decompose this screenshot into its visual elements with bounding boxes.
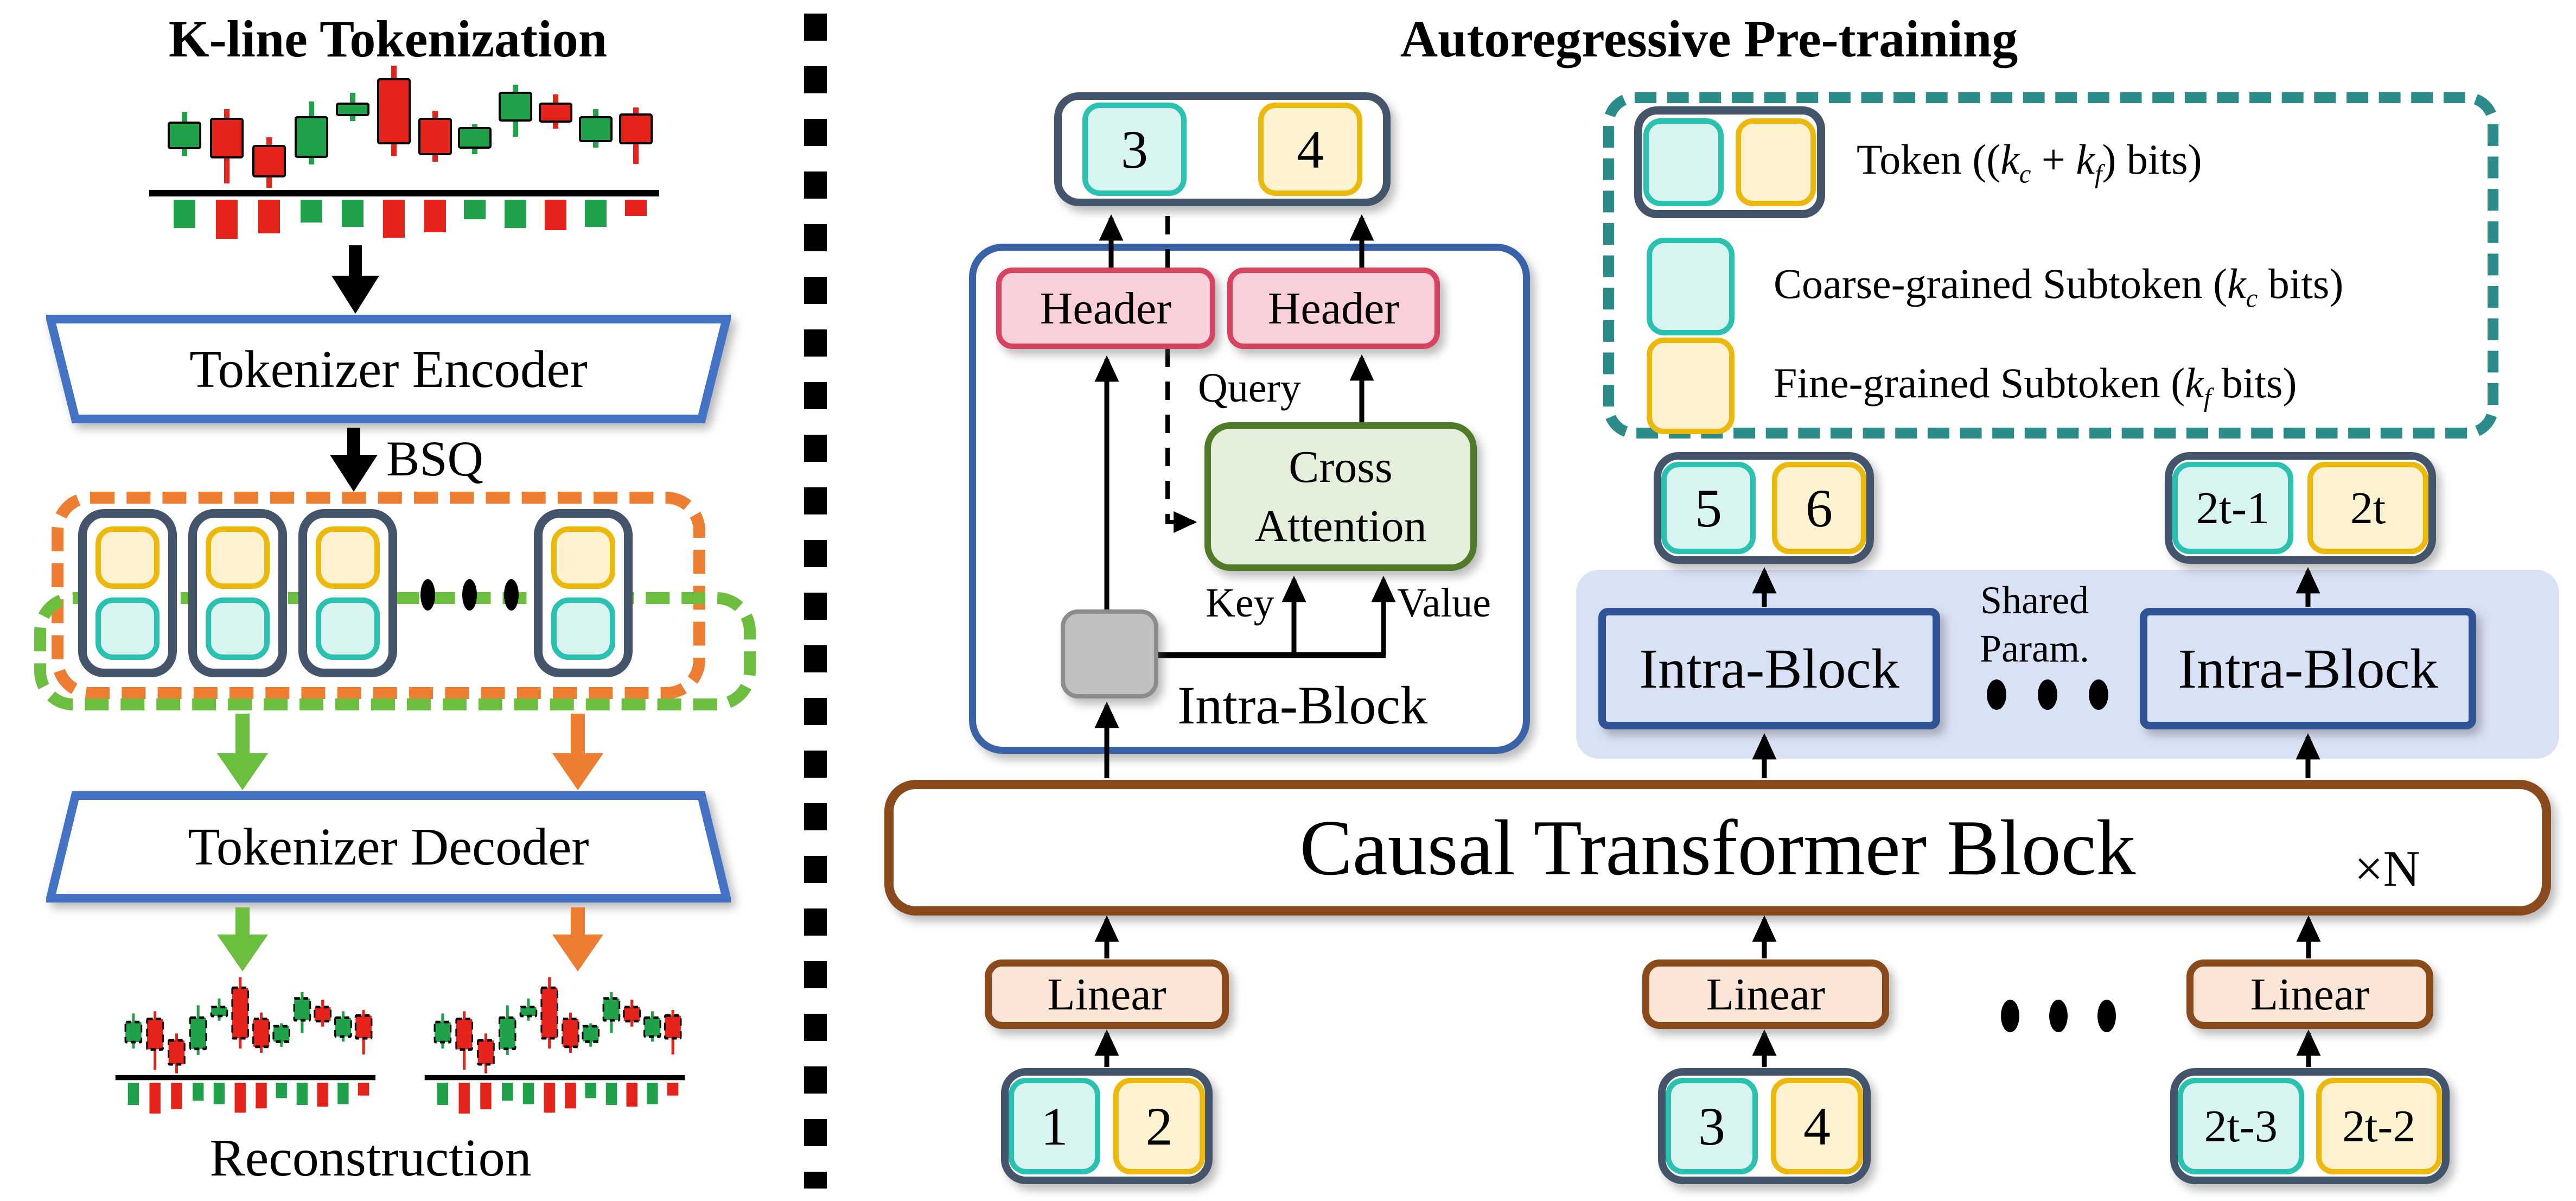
- token-group-1: [78, 509, 177, 677]
- legend-item-fine: Fine-grained Subtoken (kf bits): [1647, 338, 2297, 434]
- reconstruction-label: Reconstruction: [209, 1129, 532, 1187]
- arrow-orange-tokens-to-decoder: [552, 714, 603, 790]
- tokenizer-encoder-label: Tokenizer Encoder: [189, 340, 588, 398]
- coarse-subtoken-icon: [1643, 118, 1724, 206]
- intra-block-caption: Intra-Block: [1177, 675, 1427, 735]
- reconstruction-chart-left: [115, 977, 376, 1114]
- cross-attention-box: Cross Attention: [1204, 422, 1477, 571]
- output-coarse-subtoken: 3: [1082, 103, 1187, 196]
- arrow-chart-to-encoder: [331, 245, 379, 314]
- arrow-green-tokens-to-decoder: [217, 714, 268, 790]
- fine-subtoken-2t: 2t: [2307, 462, 2428, 554]
- reconstruction-chart-right: [424, 977, 685, 1114]
- token-2t3-2t2: 2t-3 2t-2: [2170, 1068, 2450, 1184]
- token-group-ellipsis: [420, 579, 529, 611]
- coarse-subtoken-icon: [206, 598, 270, 660]
- repeat-n-label: ×N: [2354, 840, 2420, 897]
- tokenizer-decoder-label: Tokenizer Decoder: [188, 818, 589, 876]
- token-3-4: 3 4: [1658, 1068, 1871, 1184]
- coarse-subtoken-icon: [1647, 238, 1735, 335]
- legend-item-coarse: Coarse-grained Subtoken (kc bits): [1647, 238, 2343, 335]
- arrow-encoder-to-tokens-bsq: [330, 428, 378, 492]
- header1-box: Header: [996, 268, 1215, 349]
- coarse-subtoken-1: 1: [1009, 1078, 1100, 1174]
- fine-subtoken-icon: [206, 526, 270, 589]
- causal-transformer-block: Causal Transformer Block: [884, 780, 2551, 916]
- hidden-state-box: [1061, 609, 1158, 698]
- coarse-subtoken-5: 5: [1661, 462, 1756, 554]
- coarse-subtoken-2t-1: 2t-1: [2172, 462, 2293, 554]
- key-label: Key: [1206, 580, 1274, 626]
- intra-block-ellipsis: [1987, 679, 2108, 710]
- fine-subtoken-icon: [1647, 338, 1735, 434]
- fine-subtoken-2t-2: 2t-2: [2316, 1078, 2442, 1174]
- query-label: Query: [1198, 365, 1301, 411]
- fine-subtoken-icon: [1736, 118, 1816, 206]
- token-group-2: [188, 509, 287, 677]
- token-5-6: 5 6: [1654, 452, 1874, 564]
- shared-param-label: Shared Param.: [1980, 579, 2089, 671]
- linear-box-2: Linear: [1642, 959, 1889, 1029]
- orange-dashed-group: [52, 492, 705, 699]
- token-pair-icon: [1634, 106, 1825, 218]
- legend-coarse-label: Coarse-grained Subtoken (kc bits): [1774, 260, 2344, 313]
- output-token: 3 4: [1054, 92, 1391, 206]
- linear-box-3: Linear: [2186, 959, 2433, 1029]
- fine-subtoken-4: 4: [1771, 1078, 1863, 1174]
- right-panel-title: Autoregressive Pre-training: [1400, 10, 2018, 68]
- fine-subtoken-6: 6: [1772, 462, 1866, 554]
- fine-subtoken-icon: [551, 526, 615, 589]
- coarse-subtoken-3: 3: [1666, 1078, 1758, 1174]
- coarse-subtoken-icon: [95, 598, 160, 660]
- legend-item-token: Token ((kc + kf) bits): [1634, 106, 2202, 218]
- panel-divider: [804, 14, 827, 1189]
- tokenizer-decoder-shape: [46, 791, 731, 903]
- legend-fine-label: Fine-grained Subtoken (kf bits): [1774, 359, 2297, 412]
- value-label: Value: [1397, 580, 1491, 626]
- left-panel-title: K-line Tokenization: [168, 10, 608, 68]
- bsq-label: BSQ: [386, 431, 483, 486]
- linear-row-ellipsis: [2001, 1000, 2116, 1032]
- legend-box: [1603, 92, 2498, 439]
- output-fine-subtoken: 4: [1258, 103, 1362, 196]
- fine-subtoken-2: 2: [1113, 1078, 1205, 1174]
- arrow-green-decoder-to-recon: [217, 907, 268, 971]
- token-group-3: [298, 509, 397, 677]
- token-1-2: 1 2: [1001, 1068, 1213, 1184]
- coarse-subtoken-2t-3: 2t-3: [2178, 1078, 2304, 1174]
- arrow-orange-decoder-to-recon: [552, 907, 603, 971]
- fine-subtoken-icon: [95, 526, 160, 589]
- linear-box-1: Linear: [985, 959, 1229, 1029]
- fine-subtoken-icon: [316, 526, 380, 589]
- intra-block-1: Intra-Block: [1598, 608, 1940, 729]
- coarse-subtoken-icon: [316, 598, 380, 660]
- token-2t1-2t: 2t-1 2t: [2165, 452, 2436, 564]
- intra-block-2: Intra-Block: [2140, 608, 2476, 729]
- token-group-4: [534, 509, 633, 677]
- legend-token-label: Token ((kc + kf) bits): [1857, 136, 2202, 189]
- tokenizer-encoder-shape: [46, 315, 731, 423]
- coarse-subtoken-icon: [551, 598, 615, 660]
- kline-chart: [149, 66, 659, 239]
- header2-box: Header: [1227, 268, 1440, 349]
